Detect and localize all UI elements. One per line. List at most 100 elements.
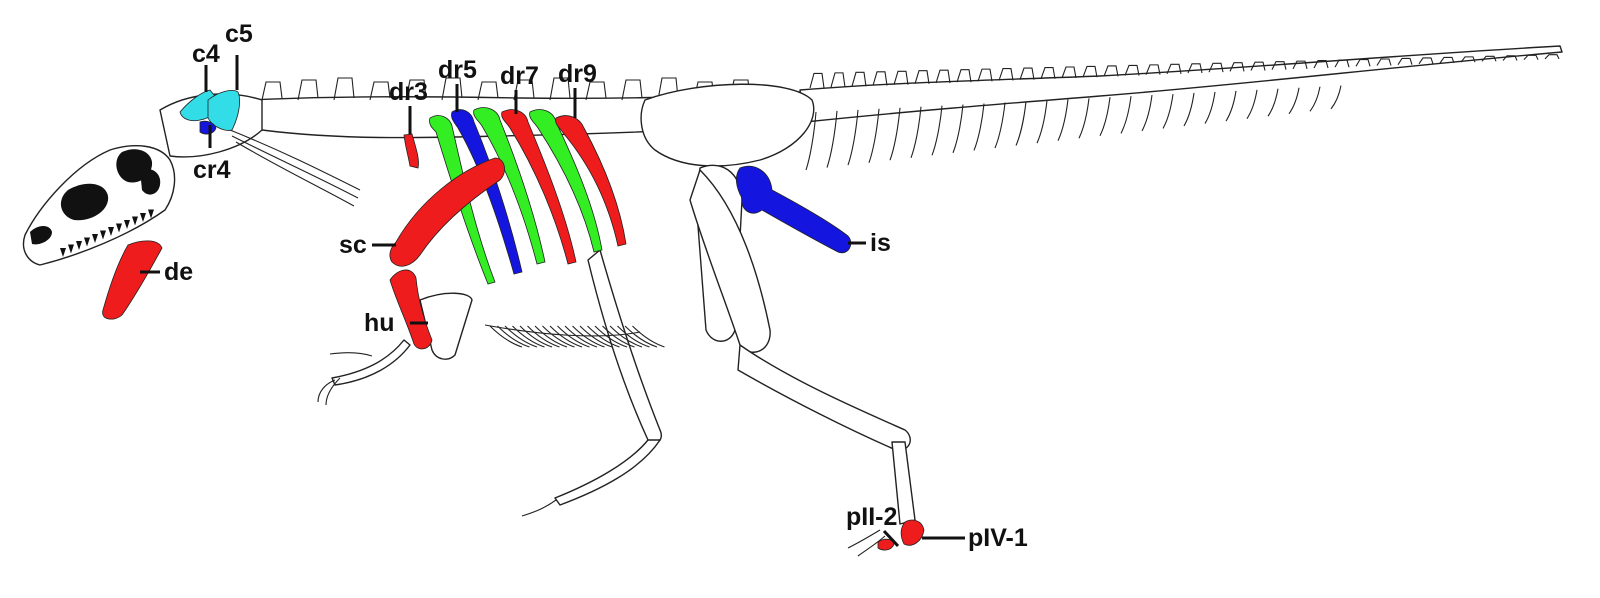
tooth (124, 220, 130, 229)
chevron (1099, 97, 1111, 137)
gastralium (534, 325, 568, 348)
neural-spine (405, 79, 427, 101)
neural-spine (333, 77, 355, 101)
tooth (108, 227, 114, 236)
caudal-spine (1061, 66, 1077, 79)
tail-spines (809, 54, 1560, 89)
label-c4: c4 (192, 40, 220, 68)
caudal-spine (809, 72, 825, 89)
naris-opening (30, 226, 52, 245)
caudal-spine (1208, 62, 1224, 73)
neural-spine (369, 81, 391, 101)
gastralium (594, 325, 628, 348)
gastralium (572, 325, 605, 348)
dorsal-rib-dr7 (501, 109, 577, 265)
tooth (100, 230, 106, 240)
gastralium (587, 325, 620, 348)
gastralium (489, 325, 523, 348)
caudal-spine (1460, 56, 1476, 63)
label-hu: hu (364, 309, 395, 337)
cervical-vertebra-c5 (207, 90, 240, 131)
tooth (84, 237, 90, 247)
chevron (1078, 98, 1090, 139)
label-is: is (870, 229, 891, 257)
label-dr5: dr5 (438, 56, 477, 84)
gastralium (617, 325, 650, 348)
caudal-spine (1124, 64, 1140, 76)
chevron (1330, 85, 1342, 110)
chevron (910, 106, 922, 158)
tooth (60, 248, 66, 257)
gastralium (527, 325, 560, 348)
gastralium (542, 325, 575, 348)
tooth (68, 244, 74, 254)
gastralia (484, 324, 665, 348)
dorsal-rib-dr9 (555, 115, 627, 247)
chevron (868, 108, 880, 163)
lateral-temporal-opening (140, 168, 161, 195)
gastralium (557, 325, 590, 348)
caudal-spine (872, 71, 888, 86)
caudal-spine (1334, 59, 1350, 68)
chevron (1288, 87, 1300, 115)
tooth (116, 223, 122, 233)
chevron (973, 103, 985, 151)
forelimb (317, 292, 473, 406)
caudal-spine (998, 68, 1014, 81)
neural-spine (441, 77, 463, 101)
gastralium (602, 325, 635, 348)
caudal-spine (1313, 60, 1329, 69)
chevron (1183, 92, 1195, 127)
far-hind-limb (521, 249, 662, 517)
scapula-bone (389, 157, 505, 267)
chevron (1120, 96, 1132, 134)
chevron (1162, 93, 1174, 129)
tooth (132, 216, 138, 226)
gastralium (624, 325, 658, 348)
caudal-spine (1397, 57, 1413, 65)
label-de: de (164, 258, 193, 286)
dorsal-rib-dr8-green (529, 109, 603, 253)
gastralium (564, 325, 598, 348)
neural-spine (261, 81, 283, 101)
caudal-spine (977, 68, 993, 82)
caudal-spine (1271, 61, 1287, 70)
tooth (76, 241, 82, 250)
tooth (92, 234, 98, 243)
label-dr7: dr7 (500, 62, 539, 90)
chevron (1246, 89, 1258, 119)
neural-spine (549, 77, 571, 101)
antorbital-fenestra (60, 183, 109, 221)
chevron (931, 105, 943, 156)
caudal-spine (1166, 63, 1182, 75)
hind-limb (689, 169, 916, 557)
gastralium (497, 325, 530, 348)
chevron (805, 111, 817, 171)
chevron (994, 102, 1006, 149)
pedal-phalanx-pIV-1 (900, 519, 925, 546)
dorsal-rib-dr6-green (473, 107, 546, 265)
chevron (1141, 95, 1153, 132)
dorsal-rib-dr5 (451, 109, 523, 275)
label-pII-2: pII-2 (846, 503, 897, 531)
label-cr4: cr4 (193, 156, 231, 184)
label-dr3: dr3 (389, 78, 428, 106)
caudal-spine (1544, 54, 1560, 60)
chevron (1204, 91, 1216, 124)
gastralium (632, 325, 665, 348)
caudal-spine (1439, 56, 1455, 64)
chevron (889, 107, 901, 161)
caudal-spine (1145, 64, 1161, 75)
caudal-spine (1229, 62, 1245, 72)
caudal-spine (1376, 58, 1392, 66)
bone-labels: c4 c5 cr4 dr3 dr5 dr7 dr9 sc hu de is pI… (164, 20, 1028, 552)
caudal-spine (893, 70, 909, 85)
caudal-spine (1418, 57, 1434, 65)
tooth (140, 213, 146, 222)
dorsal-rib-dr3 (403, 133, 419, 169)
gastralium (549, 325, 583, 348)
chevron (1015, 101, 1027, 146)
label-pIV-1: pIV-1 (968, 524, 1028, 552)
label-sc: sc (339, 231, 367, 259)
chevron (1267, 88, 1279, 117)
